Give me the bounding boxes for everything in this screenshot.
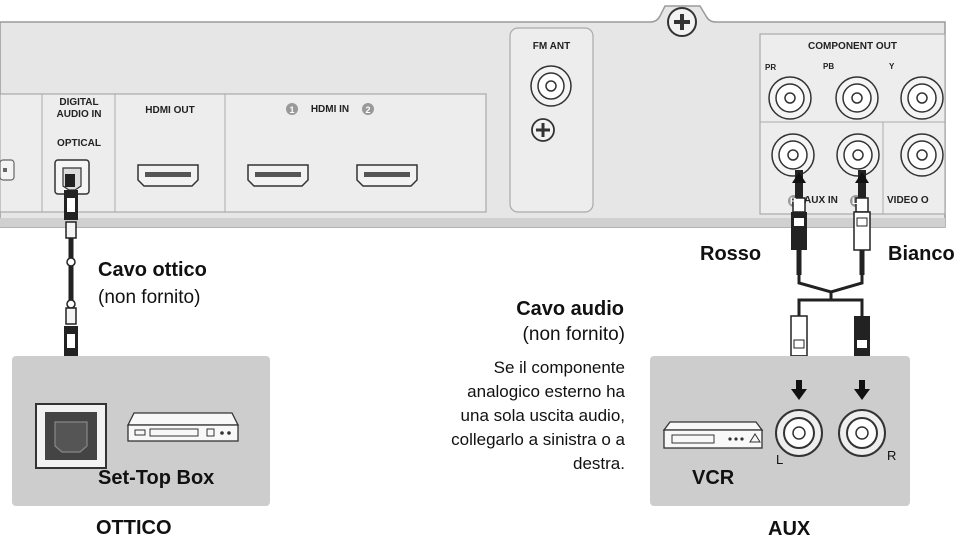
optical-port-label: OPTICAL bbox=[57, 138, 101, 149]
fm-ant-section bbox=[509, 27, 594, 213]
hdmi-in-2-badge bbox=[362, 103, 374, 115]
aux-l-label: L bbox=[852, 196, 858, 206]
vcr-icon bbox=[662, 421, 764, 449]
hdmi-in-2-number: 2 bbox=[365, 105, 371, 115]
hdmi-in-1-number: 1 bbox=[289, 105, 295, 115]
white-label: Bianco bbox=[888, 243, 955, 265]
component-pr-jack bbox=[768, 76, 812, 120]
vcr-jack-r-label: R bbox=[887, 448, 897, 463]
ground-screw-icon bbox=[667, 7, 697, 37]
optical-cable bbox=[64, 174, 78, 356]
component-aux-section bbox=[759, 33, 946, 215]
aux-note-line-1: Se il componente bbox=[493, 358, 625, 377]
component-pr-label: PR bbox=[765, 63, 777, 72]
optical-section-label: OTTICO bbox=[96, 517, 172, 539]
component-y-label: Y bbox=[889, 62, 895, 71]
vcr-label: VCR bbox=[692, 467, 735, 489]
vcr-jack-l-label: L bbox=[776, 452, 784, 467]
aux-note: Se il componente analogico esterno ha un… bbox=[380, 356, 625, 476]
white-plug-top bbox=[853, 170, 871, 275]
component-y-jack bbox=[900, 76, 944, 120]
hdmi-in-1-port bbox=[247, 164, 309, 187]
aux-l-arrow-icon bbox=[855, 172, 869, 183]
set-top-box-icon bbox=[126, 412, 240, 442]
component-pb-jack bbox=[835, 76, 879, 120]
optical-out-port bbox=[35, 403, 107, 469]
audio-cable-split bbox=[797, 275, 864, 316]
aux-in-l-jack bbox=[836, 133, 880, 177]
digital-audio-in-label: DIGITAL AUDIO IN bbox=[56, 97, 102, 120]
hdmi-out-port bbox=[137, 164, 199, 187]
vcr-jack-r bbox=[838, 409, 886, 457]
set-top-box-label: Set-Top Box bbox=[98, 467, 215, 489]
hdmi-in-label: HDMI IN bbox=[310, 104, 350, 115]
fm-ant-label: FM ANT bbox=[532, 41, 571, 52]
optical-cable-note: (non fornito) bbox=[98, 287, 201, 308]
aux-note-line-5: destra. bbox=[573, 454, 625, 473]
hdmi-out-label: HDMI OUT bbox=[145, 105, 195, 116]
audio-cable-title: Cavo audio bbox=[516, 298, 624, 320]
aux-in-label: AUX IN bbox=[804, 195, 838, 206]
aux-down-arrow-r-icon bbox=[854, 380, 870, 400]
aux-note-line-4: collegarlo a sinistra o a bbox=[451, 430, 625, 449]
component-out-label: COMPONENT OUT bbox=[808, 41, 897, 52]
aux-note-line-2: analogico esterno ha bbox=[467, 382, 625, 401]
component-pb-label: PB bbox=[823, 62, 835, 71]
video-out-jack bbox=[900, 133, 944, 177]
aux-down-arrow-l-icon bbox=[791, 380, 807, 400]
aux-in-r-jack bbox=[771, 133, 815, 177]
aux-r-arrow-icon bbox=[792, 172, 806, 183]
vcr-jack-l bbox=[775, 409, 823, 457]
red-label: Rosso bbox=[700, 243, 762, 265]
aux-r-label: R bbox=[790, 196, 797, 206]
aux-section-label: AUX bbox=[768, 518, 811, 540]
optical-cable-title: Cavo ottico bbox=[98, 259, 207, 281]
red-plug-top bbox=[791, 170, 807, 275]
aux-note-line-3: una sola uscita audio, bbox=[460, 406, 625, 425]
fm-ground-screw-icon bbox=[531, 118, 555, 142]
audio-cable-note: (non fornito) bbox=[522, 324, 625, 345]
hdmi-in-1-badge bbox=[286, 103, 298, 115]
fm-ant-jack bbox=[530, 65, 572, 107]
video-out-label: VIDEO O bbox=[887, 195, 929, 206]
hdmi-in-2-port bbox=[356, 164, 418, 187]
